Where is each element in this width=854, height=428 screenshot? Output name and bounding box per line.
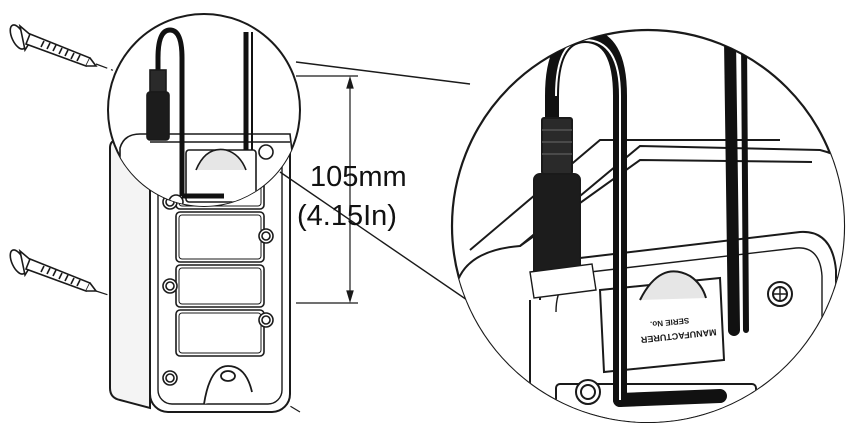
bottom-mounting-slot: [203, 365, 253, 405]
detail-callout-small: [107, 13, 301, 207]
magnifier-callout-icon: MANUFACTURER SERIE No.: [450, 28, 846, 424]
cable: [155, 27, 185, 196]
callout-connectors: [279, 61, 471, 303]
dimension-imperial: (4.15In): [297, 200, 397, 232]
dimension-line: [296, 75, 358, 304]
wood-screw-icon: [9, 23, 98, 67]
dc-plug-icon: [146, 69, 170, 141]
wood-screw-icon: [9, 248, 98, 292]
label-line2: SERIE No.: [650, 316, 690, 329]
dimension-metric: 105mm: [310, 161, 407, 193]
